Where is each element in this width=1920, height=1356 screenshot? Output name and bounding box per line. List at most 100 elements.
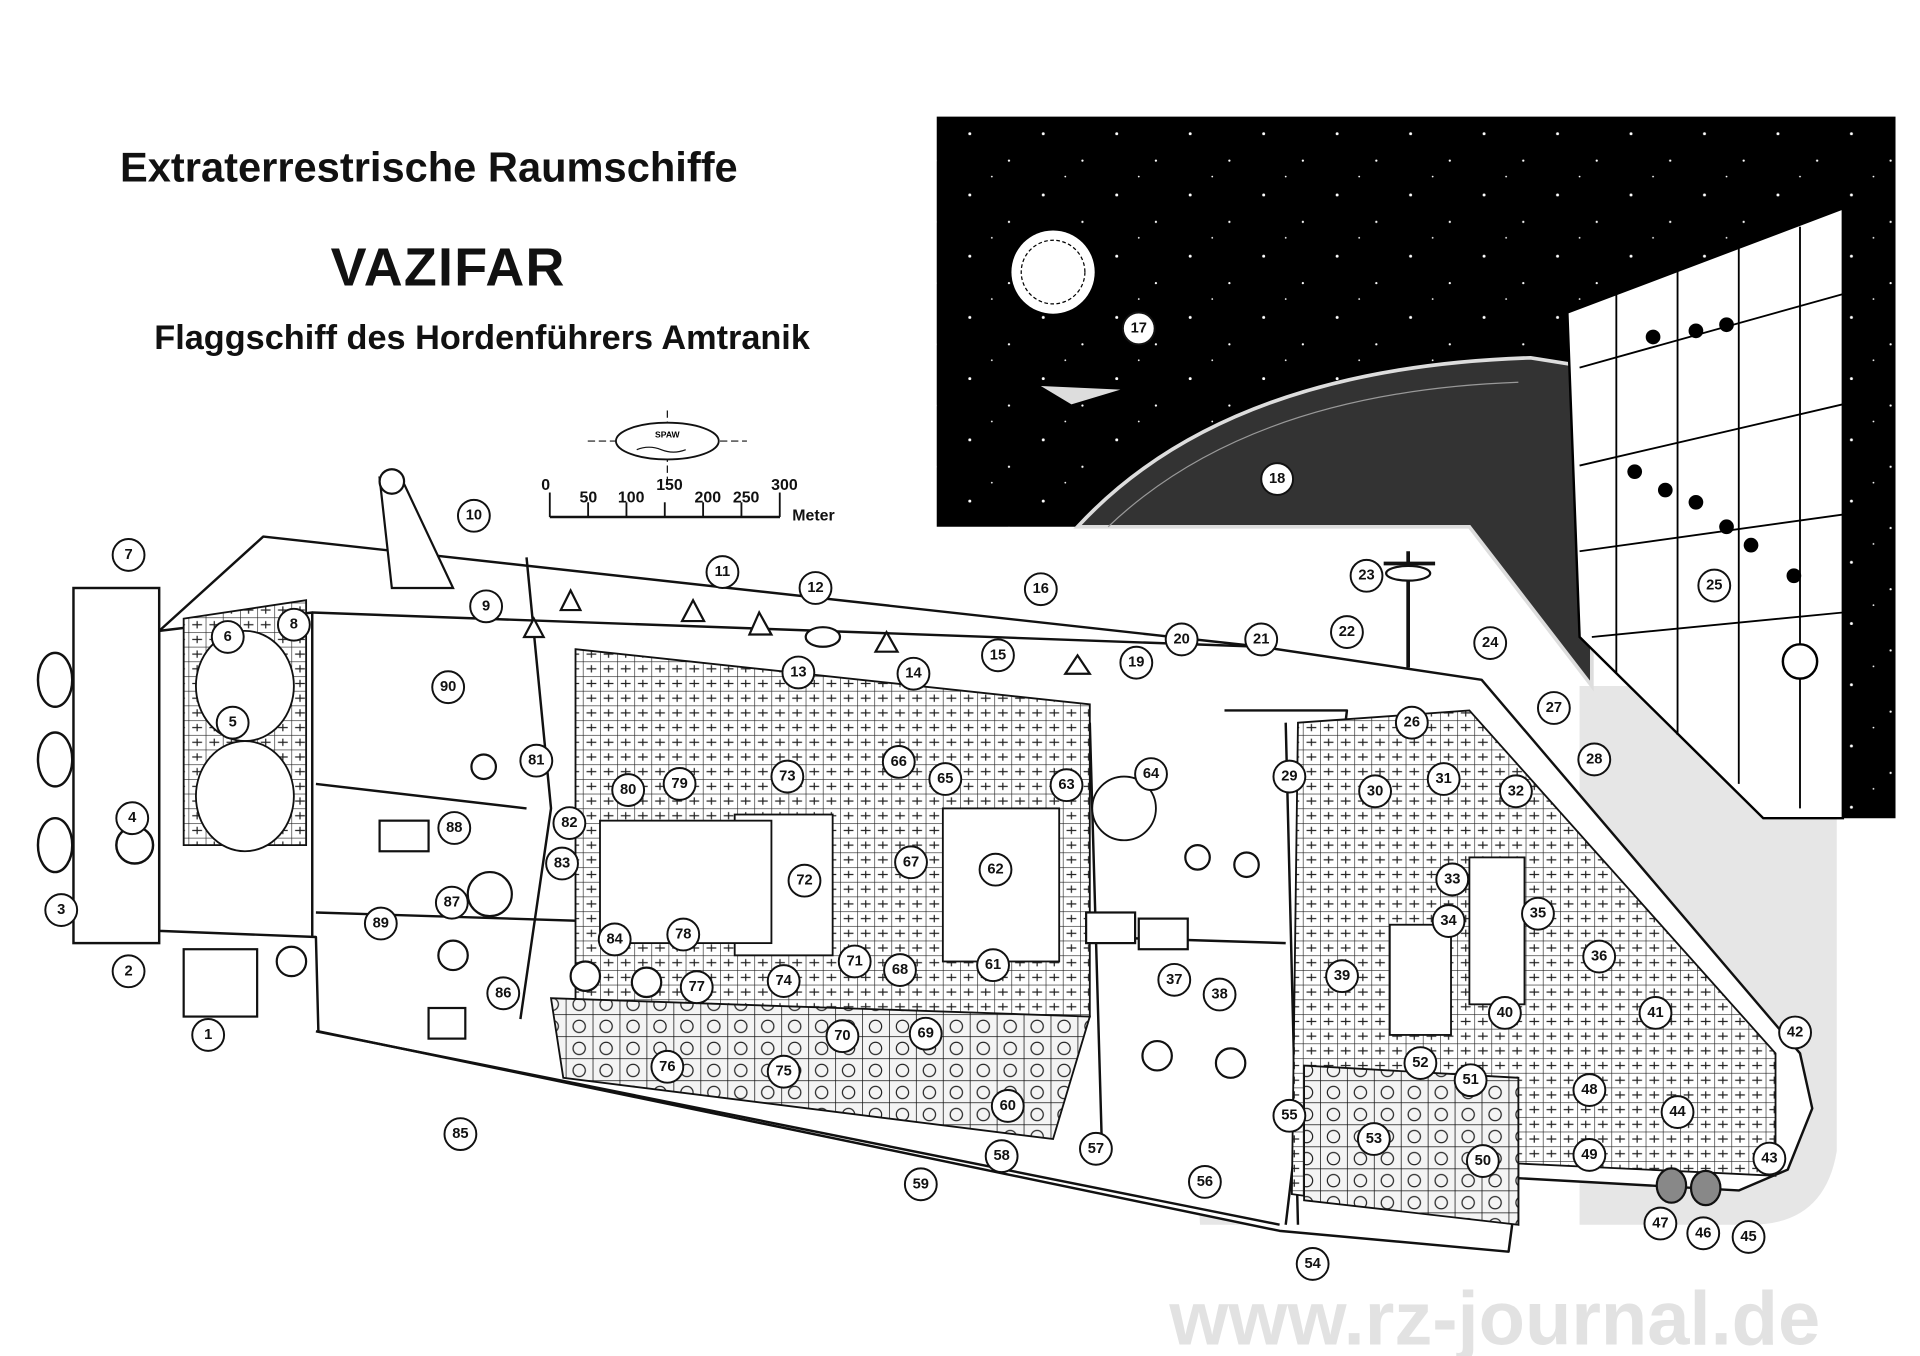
callout-33: 33 <box>1435 862 1470 897</box>
callout-65: 65 <box>928 762 963 796</box>
callout-89: 89 <box>363 906 398 941</box>
callout-number: 48 <box>1581 1082 1597 1098</box>
callout-number: 19 <box>1128 655 1144 671</box>
engine-nozzles <box>36 586 161 945</box>
callout-79: 79 <box>662 767 697 801</box>
callout-73: 73 <box>770 759 805 794</box>
callout-circle <box>1572 1138 1607 1172</box>
callout-59: 59 <box>903 1167 938 1202</box>
callout-number: 14 <box>905 666 922 682</box>
callout-12: 12 <box>798 571 833 605</box>
callout-number: 34 <box>1440 913 1457 929</box>
callout-76: 76 <box>650 1049 685 1084</box>
callout-circle <box>1731 1220 1766 1254</box>
scale-tick-label: 150 <box>656 477 683 494</box>
callout-number: 7 <box>124 547 132 563</box>
callout-number: 10 <box>466 508 482 524</box>
callout-circle <box>486 976 521 1011</box>
callout-circle <box>894 845 928 880</box>
scale-tick-label: 300 <box>771 477 798 494</box>
callout-46: 46 <box>1686 1216 1721 1251</box>
callout-circle <box>896 656 931 691</box>
callout-circle <box>597 922 632 957</box>
callout-circle <box>1325 959 1359 994</box>
callout-number: 18 <box>1269 471 1285 487</box>
callout-circle <box>1356 1122 1391 1156</box>
callout-number: 21 <box>1253 631 1269 647</box>
callout-circle <box>545 846 579 881</box>
callout-number: 6 <box>224 629 232 645</box>
callout-32: 32 <box>1499 774 1533 809</box>
callout-number: 77 <box>689 979 705 995</box>
callout-circle <box>666 917 701 952</box>
callout-23: 23 <box>1349 558 1384 593</box>
callout-4: 4 <box>115 801 150 836</box>
callout-circle <box>984 1139 1019 1174</box>
callout-circle <box>705 555 740 589</box>
watermark-url: www.rz-journal.de <box>1168 1277 1820 1356</box>
callout-87: 87 <box>434 885 469 920</box>
callout-number: 28 <box>1586 751 1602 767</box>
callout-circle <box>1686 1216 1721 1251</box>
callout-number: 16 <box>1033 581 1049 597</box>
callout-81: 81 <box>519 743 554 778</box>
scale-tick-label: 200 <box>695 489 722 506</box>
callout-number: 57 <box>1088 1141 1104 1157</box>
callout-number: 2 <box>124 963 132 979</box>
callout-circle <box>928 762 963 796</box>
callout-circle <box>456 498 491 533</box>
callout-number: 53 <box>1366 1131 1382 1147</box>
space-inset-illustration <box>936 116 1896 820</box>
callout-circle <box>1079 1131 1113 1166</box>
callout-circle <box>1244 622 1279 657</box>
scale-tick-label: 50 <box>580 489 598 506</box>
callout-number: 47 <box>1652 1216 1668 1232</box>
callout-number: 32 <box>1508 783 1524 799</box>
callout-18: 18 <box>1260 462 1295 496</box>
callout-circle <box>1403 1046 1438 1080</box>
callout-80: 80 <box>611 773 646 807</box>
callout-number: 27 <box>1546 700 1562 716</box>
callout-number: 86 <box>495 985 511 1001</box>
callout-13: 13 <box>781 655 816 690</box>
callout-number: 54 <box>1304 1256 1321 1272</box>
callout-74: 74 <box>766 964 801 998</box>
callout-24: 24 <box>1473 626 1508 661</box>
callout-86: 86 <box>486 976 521 1011</box>
callout-circle <box>1577 742 1612 777</box>
callout-circle <box>1582 939 1617 974</box>
callout-number: 20 <box>1173 631 1189 647</box>
callout-circle <box>825 1019 860 1054</box>
callout-number: 8 <box>290 617 298 633</box>
callout-circle <box>1465 1144 1500 1178</box>
callout-circle <box>519 743 554 778</box>
callout-circle <box>1643 1206 1678 1241</box>
callout-69: 69 <box>908 1016 943 1051</box>
callout-circle <box>1426 762 1461 796</box>
scale-unit: Meter <box>792 508 834 525</box>
callout-circle <box>111 538 146 572</box>
scale-tick-label: 250 <box>733 489 760 506</box>
callout-25: 25 <box>1697 568 1732 603</box>
callout-31: 31 <box>1426 762 1461 796</box>
callout-number: 58 <box>993 1148 1009 1164</box>
callout-67: 67 <box>894 845 928 880</box>
callout-45: 45 <box>1731 1220 1766 1254</box>
callout-63: 63 <box>1049 768 1084 803</box>
callout-17: 17 <box>1121 311 1156 346</box>
callout-circle <box>1473 626 1508 661</box>
callout-number: 5 <box>229 715 237 731</box>
callout-2: 2 <box>111 954 146 989</box>
callout-number: 82 <box>561 815 577 831</box>
scale-tick-label: 0 <box>541 477 550 494</box>
callout-36: 36 <box>1582 939 1617 974</box>
callout-number: 50 <box>1475 1153 1491 1169</box>
callout-circle <box>1023 572 1058 607</box>
callout-number: 63 <box>1058 777 1074 793</box>
callout-54: 54 <box>1295 1247 1330 1281</box>
callout-number: 46 <box>1695 1225 1711 1241</box>
callout-number: 51 <box>1462 1072 1478 1088</box>
callout-14: 14 <box>896 656 931 691</box>
callout-number: 83 <box>554 856 570 872</box>
